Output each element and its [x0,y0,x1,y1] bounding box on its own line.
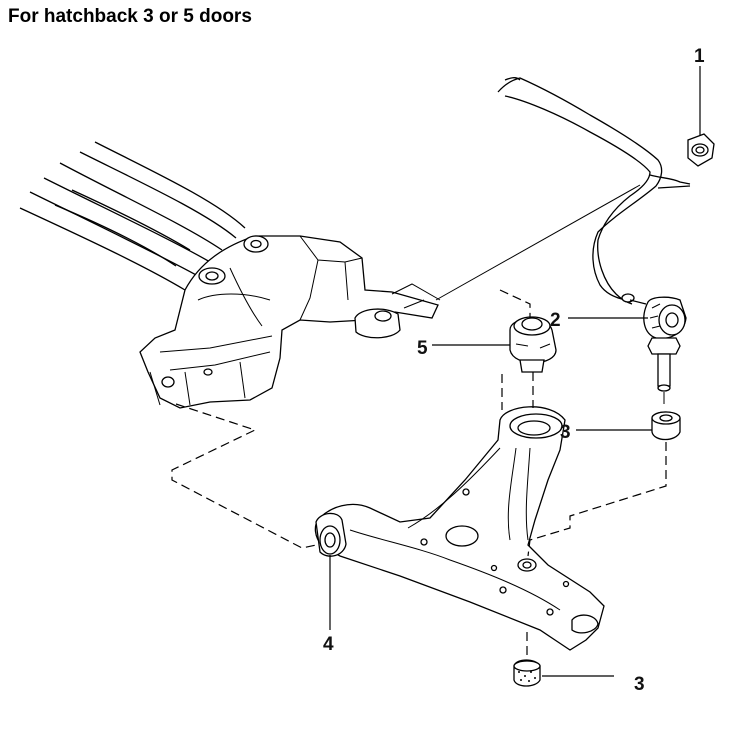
callout-3-lower: 3 [634,674,645,695]
nut-part-1 [687,133,715,167]
stabilizer-bushing-part-2 [643,296,687,404]
bushing-part-3-lower [513,659,541,687]
diagram-title: For hatchback 3 or 5 doors [8,6,252,27]
assembly-dashed-lines [171,184,667,660]
subframe [19,141,441,409]
stabilizer-bar [497,77,691,305]
wishbone-arm [314,406,605,651]
callout-1: 1 [694,46,705,67]
wishbone-rear-bushing-part-5 [509,316,557,373]
callout-5: 5 [417,338,428,359]
wishbone-front-bushing-part-4 [315,512,347,557]
callout-3-upper: 3 [560,422,571,443]
callout-leader-lines [329,66,701,677]
callout-4: 4 [323,634,334,655]
callout-2: 2 [550,310,561,331]
bushing-part-3-upper [651,411,681,441]
